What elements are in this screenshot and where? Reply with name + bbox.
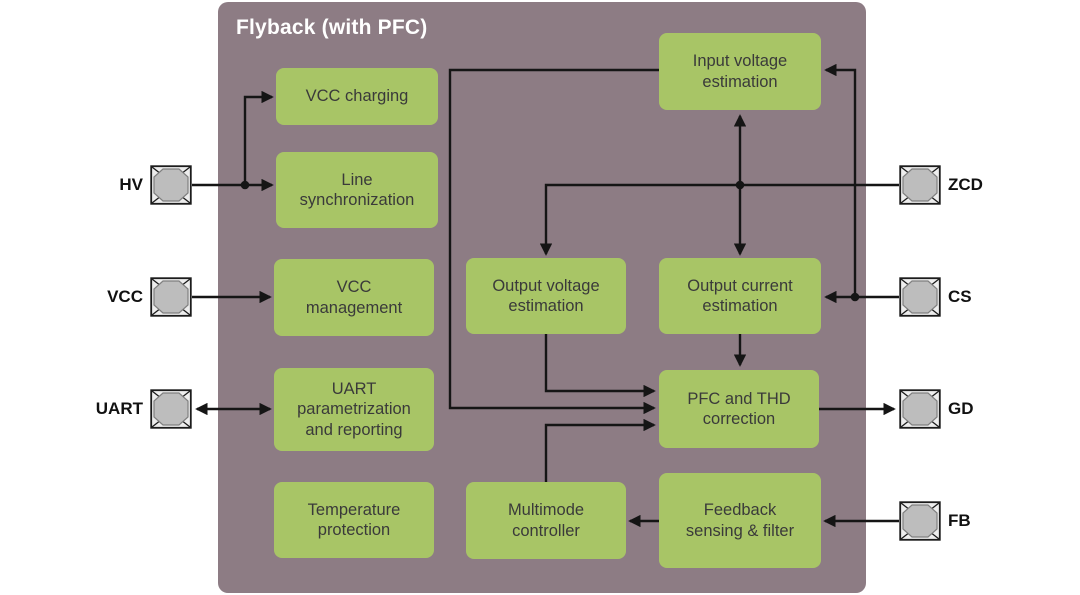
pin-pad-cs: [899, 277, 941, 317]
block-temperature-protection: Temperature protection: [274, 482, 434, 558]
block-feedback-sensing-filter: Feedback sensing & filter: [659, 473, 821, 568]
pin-label-cs: CS: [948, 287, 972, 306]
block-vcc-management: VCC management: [274, 259, 434, 336]
pin-label-uart: UART: [95, 399, 143, 418]
pad-icon: [150, 389, 192, 429]
diagram-title: Flyback (with PFC): [236, 16, 428, 39]
pin-pad-hv: [150, 165, 192, 205]
pin-label-hv: HV: [119, 175, 143, 194]
block-input-voltage-estimation: Input voltage estimation: [659, 33, 821, 110]
pin-pad-vcc: [150, 277, 192, 317]
pad-icon: [899, 501, 941, 541]
pad-icon: [150, 277, 192, 317]
block-multimode-controller: Multimode controller: [466, 482, 626, 559]
pad-icon: [150, 165, 192, 205]
block-line-synchronization: Line synchronization: [276, 152, 438, 228]
pad-icon: [899, 165, 941, 205]
pin-label-zcd: ZCD: [948, 175, 983, 194]
pin-label-gd: GD: [948, 399, 974, 418]
block-vcc-charging: VCC charging: [276, 68, 438, 125]
pin-label-fb: FB: [948, 511, 971, 530]
pin-pad-zcd: [899, 165, 941, 205]
pin-pad-uart: [150, 389, 192, 429]
pin-pad-gd: [899, 389, 941, 429]
pin-label-vcc: VCC: [107, 287, 143, 306]
pin-pad-fb: [899, 501, 941, 541]
block-uart-parametrization: UART parametrization and reporting: [274, 368, 434, 451]
block-pfc-thd-correction: PFC and THD correction: [659, 370, 819, 448]
block-output-voltage-estimation: Output voltage estimation: [466, 258, 626, 334]
pad-icon: [899, 389, 941, 429]
pad-icon: [899, 277, 941, 317]
block-output-current-estimation: Output current estimation: [659, 258, 821, 334]
